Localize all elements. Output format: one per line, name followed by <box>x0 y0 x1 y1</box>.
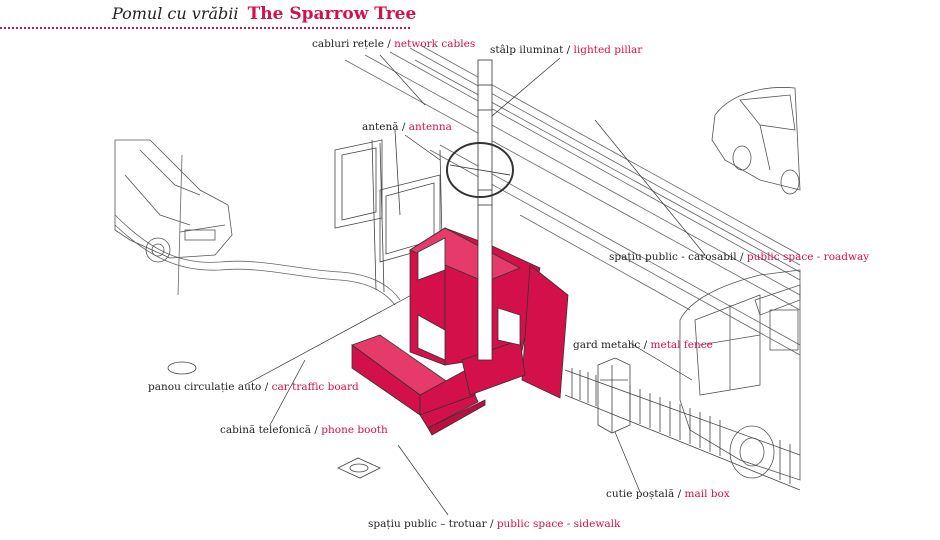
label-ro: cutie poștală <box>606 488 675 500</box>
label-en: car traffic board <box>271 381 359 393</box>
label-ro: antenă <box>362 121 399 133</box>
label-lighted-pillar: stâlp iluminat / lighted pillar <box>490 44 642 56</box>
label-ro: spațiu public – trotuar <box>368 518 487 530</box>
label-en: mail box <box>684 488 730 500</box>
label-separator: / <box>311 424 322 436</box>
label-en: network cables <box>394 38 476 50</box>
manhole-left-drawing <box>167 361 197 375</box>
label-separator: / <box>383 38 395 50</box>
metal-fence-drawing <box>564 368 801 491</box>
sidewalk-curb-drawing <box>114 214 401 301</box>
label-car-traffic-board: panou circulație auto / car traffic boar… <box>148 381 359 393</box>
label-phone-booth: cabină telefonică / phone booth <box>220 424 388 436</box>
left-pole-drawing <box>177 154 183 296</box>
manhole-right-drawing <box>337 457 381 479</box>
label-ro: panou circulație auto <box>148 381 262 393</box>
label-separator: / <box>261 381 272 393</box>
page-header: Pomul cu vrăbii The Sparrow Tree <box>112 4 416 26</box>
label-network-cables: cabluri rețele / network cables <box>312 38 475 50</box>
label-roadway: spațiu public - carosabil / public space… <box>609 251 869 263</box>
label-en: metal fence <box>650 339 713 351</box>
mail-box-drawing <box>597 357 631 434</box>
label-mail-box: cutie poștală / mail box <box>606 488 730 500</box>
label-en: antenna <box>408 121 452 133</box>
label-ro: cabină telefonică <box>220 424 312 436</box>
header-dotted-rule <box>0 27 410 29</box>
left-car-drawing <box>114 139 233 263</box>
title-english: The Sparrow Tree <box>247 4 417 24</box>
label-separator: / <box>640 339 651 351</box>
label-en: lighted pillar <box>573 44 643 56</box>
label-metal-fence: gard metalic / metal fence <box>573 339 713 351</box>
label-antenna: antenă / antenna <box>362 121 452 133</box>
label-separator: / <box>563 44 574 56</box>
label-ro: stâlp iluminat <box>490 44 564 56</box>
label-ro: cabluri rețele <box>312 38 384 50</box>
title-romanian: Pomul cu vrăbii <box>112 4 239 23</box>
label-ro: gard metalic <box>573 339 641 351</box>
label-en: public space - roadway <box>746 251 870 263</box>
lighted-pillar-drawing <box>446 59 514 361</box>
label-ro: spațiu public - carosabil <box>609 251 737 263</box>
label-separator: / <box>736 251 747 263</box>
label-sidewalk: spațiu public – trotuar / public space -… <box>368 518 620 530</box>
leader-lines <box>244 54 706 516</box>
label-separator: / <box>398 121 409 133</box>
antenna-drawing <box>439 149 443 241</box>
label-separator: / <box>674 488 685 500</box>
label-en: phone booth <box>321 424 388 436</box>
label-en: public space - sidewalk <box>496 518 621 530</box>
phone-booth-drawing <box>351 227 569 436</box>
right-top-car-drawing <box>711 87 801 195</box>
label-separator: / <box>486 518 497 530</box>
